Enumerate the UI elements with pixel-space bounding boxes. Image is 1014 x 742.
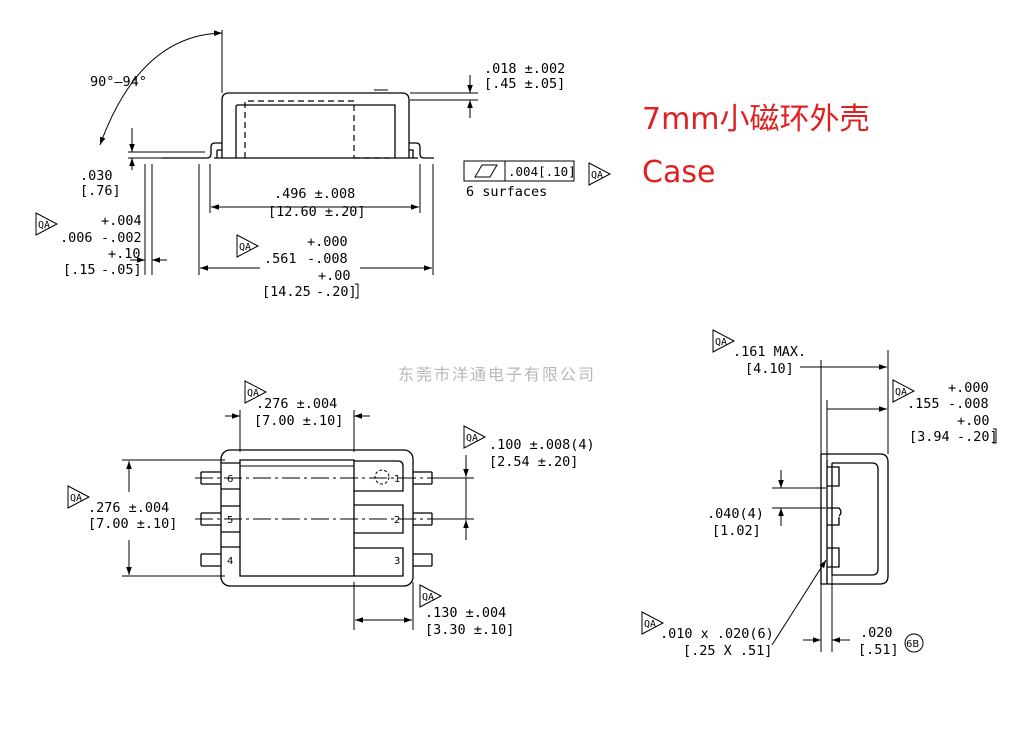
pin-label-5: 5: [227, 515, 233, 526]
tip-mm: [.15: [63, 262, 96, 278]
tip-minus: -.002: [101, 230, 142, 246]
qa-flag-max: QA: [712, 329, 736, 353]
svg-text:QA: QA: [70, 493, 82, 504]
qa-flag-pitch: QA: [463, 425, 487, 449]
lead-width-mm: [.51]: [858, 642, 899, 658]
svg-text:QA: QA: [466, 433, 478, 444]
qa-flag-tip: QA: [35, 212, 59, 236]
width-mm: [7.00 ±.10]: [254, 413, 343, 429]
depth-mm-minus: -.20]: [957, 429, 998, 445]
svg-text:QA: QA: [644, 619, 656, 630]
tip-mm-minus: -.05]: [101, 262, 142, 278]
qa-flag-depth: QA: [892, 379, 916, 403]
lead-thickness-inch: .018 ±.002: [484, 61, 565, 77]
overall-nominal: .561: [264, 251, 297, 267]
pitch-inch: .100 ±.008(4): [489, 437, 595, 453]
title-chinese: 7mm小磁环外壳: [642, 102, 870, 137]
pin-label-3: 3: [394, 556, 400, 567]
width-inch: .276 ±.004: [256, 396, 337, 412]
pitch-mm: [2.54 ±.20]: [489, 454, 578, 470]
flatness-note: 6 surfaces: [466, 184, 547, 200]
lead-size-mm: [.25 X .51]: [683, 643, 772, 659]
body-length-inch: .496 ±.008: [274, 186, 355, 202]
note-badge: 6B: [904, 633, 924, 653]
height-inch: .276 ±.004: [88, 500, 169, 516]
standoff-inch: .030: [80, 168, 113, 184]
svg-text:6B: 6B: [906, 639, 919, 650]
max-height-mm: [4.10]: [745, 361, 794, 377]
notch-mm: [1.02]: [712, 523, 761, 539]
body-length-mm: [12.60 ±.20]: [268, 204, 366, 220]
tip-nominal: .006: [60, 230, 93, 246]
depth-mm-plus: +.00: [957, 413, 990, 429]
angle-label: 90°–94°: [90, 74, 147, 90]
qa-flag-overall: QA: [236, 234, 260, 258]
pin-label-2: 2: [394, 515, 400, 526]
top-view: 1 2 3 4 5 6 QA .276 ±.004 [7.00 ±.10] QA…: [67, 380, 595, 638]
side-view: 90°–94° .018 ±.002 [.45 ±.05] .030 [.76]…: [35, 30, 612, 300]
overall-mm: [14.25: [262, 284, 311, 300]
flatness-value: .004[.10]: [508, 164, 576, 179]
qa-flag-height: QA: [67, 485, 91, 509]
qa-flag-pad: QA: [419, 584, 443, 608]
depth-mm: [3.94: [909, 429, 950, 445]
svg-text:QA: QA: [239, 242, 251, 253]
svg-text:QA: QA: [895, 387, 907, 398]
pin-label-6: 6: [227, 474, 233, 485]
standoff-mm: [.76]: [80, 183, 121, 199]
svg-text:QA: QA: [715, 337, 727, 348]
lead-width-inch: .020: [860, 625, 893, 641]
qa-flag-flatness: QA: [588, 162, 612, 186]
depth-plus: +.000: [948, 380, 989, 396]
overall-plus: +.000: [307, 234, 348, 250]
svg-text:QA: QA: [38, 220, 50, 231]
watermark: 东莞市洋通电子有限公司: [398, 365, 596, 384]
tip-mm-plus: +.10: [108, 246, 141, 262]
overall-minus: -.008: [307, 251, 348, 267]
depth-nominal: .155: [907, 396, 940, 412]
svg-text:QA: QA: [591, 170, 603, 181]
pad-width-inch: .130 ±.004: [425, 605, 506, 621]
lead-size-inch: .010 x .020(6): [660, 626, 774, 642]
title-english: Case: [642, 155, 715, 190]
qa-flag-width: QA: [244, 380, 268, 404]
max-height-inch: .161 MAX.: [733, 344, 806, 360]
tip-plus: +.004: [101, 213, 142, 229]
notch-inch: .040(4): [707, 506, 764, 522]
end-view: .040(4) [1.02] QA .161 MAX. [4.10] QA +.…: [641, 329, 998, 659]
overall-mm-plus: +.00: [318, 268, 351, 284]
pad-width-mm: [3.30 ±.10]: [425, 622, 514, 638]
pin-label-1: 1: [394, 474, 400, 485]
lead-thickness-mm: [.45 ±.05]: [484, 76, 565, 92]
svg-text:QA: QA: [422, 592, 434, 603]
depth-minus: -.008: [948, 396, 989, 412]
overall-mm-minus: -.20]: [316, 284, 357, 300]
qa-flag-lead: QA: [641, 611, 665, 635]
svg-text:QA: QA: [247, 388, 259, 399]
pin-label-4: 4: [227, 556, 233, 567]
height-mm: [7.00 ±.10]: [88, 516, 177, 532]
